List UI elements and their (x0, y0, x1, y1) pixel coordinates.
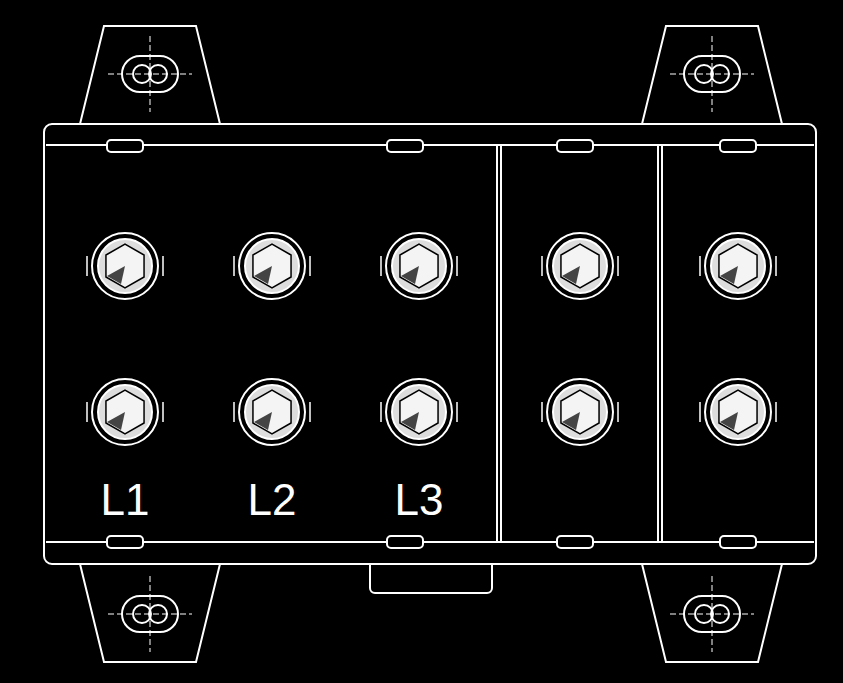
terminal-screw (87, 233, 776, 445)
terminal-label: L3 (395, 478, 444, 522)
terminal-label: L1 (101, 478, 150, 522)
terminal-label: L2 (248, 478, 297, 522)
housing (44, 124, 816, 564)
